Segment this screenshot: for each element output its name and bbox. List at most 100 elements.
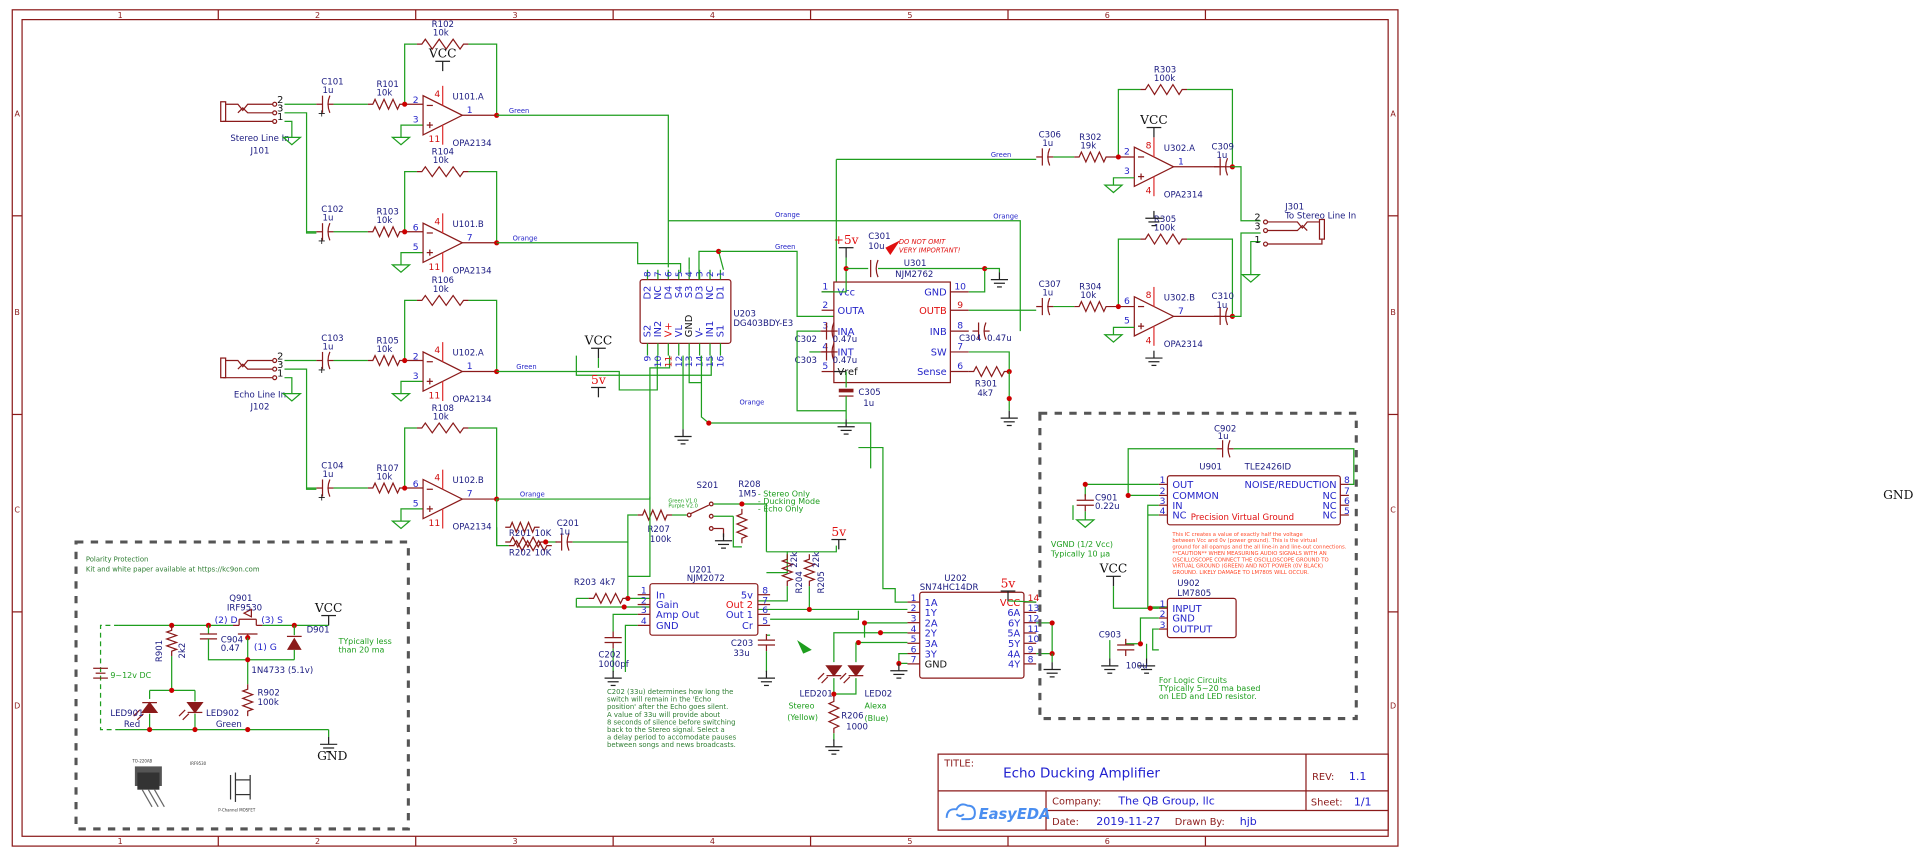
label-u301-right-3-l: SW <box>931 348 947 359</box>
label-u301_parts-c304-ref: C304 <box>959 334 981 344</box>
wire <box>572 514 638 543</box>
label-ducking-c203-ref: C203 <box>731 639 753 649</box>
label-channels-2-cap-ref: C103 <box>321 334 343 344</box>
label-u203-bottom-3-n: 12 <box>674 356 685 368</box>
label-channels-3-rin-ref: R107 <box>376 464 398 474</box>
label-u301-left-2-n: 3 <box>822 321 828 332</box>
label-channels-2-rf-value: 10k <box>433 285 449 295</box>
label-polarity-led902-ref: LED902 <box>206 709 239 719</box>
label-channels-1-op-ref: U101.B <box>452 220 483 230</box>
label-outputs-1-op-value: OPA2314 <box>1164 340 1203 350</box>
wire <box>400 251 424 265</box>
jack-contact <box>225 103 275 112</box>
label-u301-left-0-l: Vcc <box>838 288 855 299</box>
label-u202-right-0-n: 14 <box>1028 593 1040 604</box>
capacitor-plate <box>875 259 879 278</box>
virtual-ground-icon <box>390 393 412 402</box>
label-channels-3-cap-value: 1u <box>323 470 334 480</box>
label-u201-right-3-n: 5 <box>762 616 768 627</box>
wire <box>496 355 658 391</box>
label-outputs-0-op-value: OPA2314 <box>1164 190 1203 200</box>
label-channels-0-op-pins-1: 3 <box>413 115 419 126</box>
label-u301_parts-c305-value: 1u <box>863 399 874 409</box>
jack-pin <box>272 110 278 116</box>
junction-dot <box>831 691 837 697</box>
label-u203-top-0-l: D2 <box>643 286 654 300</box>
led-arrow <box>178 709 186 717</box>
resistor <box>1074 300 1112 313</box>
wire <box>668 220 1021 332</box>
label-u201-right-0-n: 8 <box>762 585 768 596</box>
label-channels-1-rin-value: 10k <box>376 216 392 226</box>
wire <box>1112 177 1135 186</box>
switch-lever <box>690 504 710 515</box>
virtual-ground-icon <box>1103 334 1124 343</box>
label-vground-u902-value: LM7805 <box>1177 589 1211 599</box>
switch-contact[interactable] <box>708 501 714 507</box>
label-u201-left-3-l: GND <box>656 621 678 632</box>
label-u202-right-5-n: 9 <box>1028 644 1034 655</box>
label-channels-3-rf-value: 10k <box>433 412 449 422</box>
label-vground-vgnd_note-0: VGND (1/2 Vcc) <box>1051 540 1113 549</box>
wire <box>1112 326 1135 335</box>
arrow-icon <box>885 240 901 256</box>
junction-dot <box>1082 481 1088 487</box>
label-vground-u901-left-0-l: OUT <box>1172 480 1194 491</box>
label-u203-bottom-1-n: 10 <box>653 355 664 367</box>
label-title_block-rev_label: REV: <box>1312 772 1334 783</box>
wire <box>468 171 498 243</box>
label-ducking-r201-ref: R201 <box>509 529 531 539</box>
label-vground-u902-pins-0-l: INPUT <box>1172 604 1202 615</box>
label-frame-rows-2: C <box>14 506 20 515</box>
label-vground-c901-value: 0.22u <box>1095 502 1120 512</box>
label-u202-right-5-l: 4A <box>1007 649 1020 660</box>
label-vground-c903-ref: C903 <box>1099 631 1121 641</box>
label-ducking-led02-ref: LED02 <box>865 689 893 699</box>
label-outputs-1-op-power-1: 4 <box>1146 335 1152 346</box>
label-jacks-2-pins-2: 1 <box>1254 235 1260 246</box>
label-polarity-led902-color: Green <box>216 720 242 730</box>
label-channels-2-net: Green <box>516 363 536 371</box>
label-u202-left-3-n: 4 <box>911 624 917 635</box>
junction-dot <box>402 357 408 364</box>
label-title_block-drawn: hjb <box>1240 815 1257 828</box>
switch-contact[interactable] <box>686 512 692 518</box>
label-polarity-current_note-1: than 20 ma <box>338 645 384 654</box>
label-channels-1-cap-value: 1u <box>323 214 334 224</box>
label-polarity-battery: 9~12v DC <box>110 671 151 680</box>
switch-contact[interactable] <box>708 513 714 519</box>
wire <box>404 427 417 489</box>
jack-contact <box>1265 221 1320 230</box>
label-outputs-1-rf-ref: R305 <box>1154 215 1176 225</box>
label-note_c202-4: 8 seconds of silence before switching <box>607 718 735 726</box>
label-outputs-1-op-pins-1: 5 <box>1124 316 1130 327</box>
label-outputs-0-op-pins-2: 1 <box>1178 156 1184 167</box>
label-title_block-rev: 1.1 <box>1349 770 1367 783</box>
label-channels-3-op-pins-0: 6 <box>413 479 419 490</box>
label-jacks-1-pins-0: 2 <box>277 351 283 362</box>
jack-pin <box>272 118 278 124</box>
label-u301-right-4-n: 6 <box>957 361 963 372</box>
label-u203-bottom-2-l: V+ <box>663 322 674 337</box>
virtual-ground-icon <box>1240 274 1262 283</box>
label-polarity-pkg_name: IRF9530 <box>190 761 207 766</box>
label-outputs-1-cout-ref: C310 <box>1212 292 1234 302</box>
label-power-vcc: VCC <box>584 334 613 348</box>
label-channels-3-rin-value: 10k <box>376 472 392 482</box>
resistor <box>637 508 673 522</box>
package-lead <box>141 789 153 808</box>
audio-jack-icon <box>1318 218 1325 240</box>
virtual-ground-icon <box>281 393 303 402</box>
label-channels-3-rf-ref: R108 <box>432 404 454 414</box>
wire <box>284 120 293 138</box>
switch-contact[interactable] <box>708 526 714 531</box>
label-u202-right-6-n: 8 <box>1028 655 1034 666</box>
label-power-v5: 5v <box>831 525 846 539</box>
label-vground-u902-pins-1-n: 2 <box>1160 609 1166 620</box>
resistor <box>367 354 405 367</box>
label-u203-top-2-n: 6 <box>663 271 674 277</box>
virtual-ground-icon <box>1103 184 1124 194</box>
label-vground-logic_note-0: For Logic Circuits <box>1159 676 1227 685</box>
sheet-border <box>11 9 1399 847</box>
plus-mark: + <box>318 108 326 119</box>
